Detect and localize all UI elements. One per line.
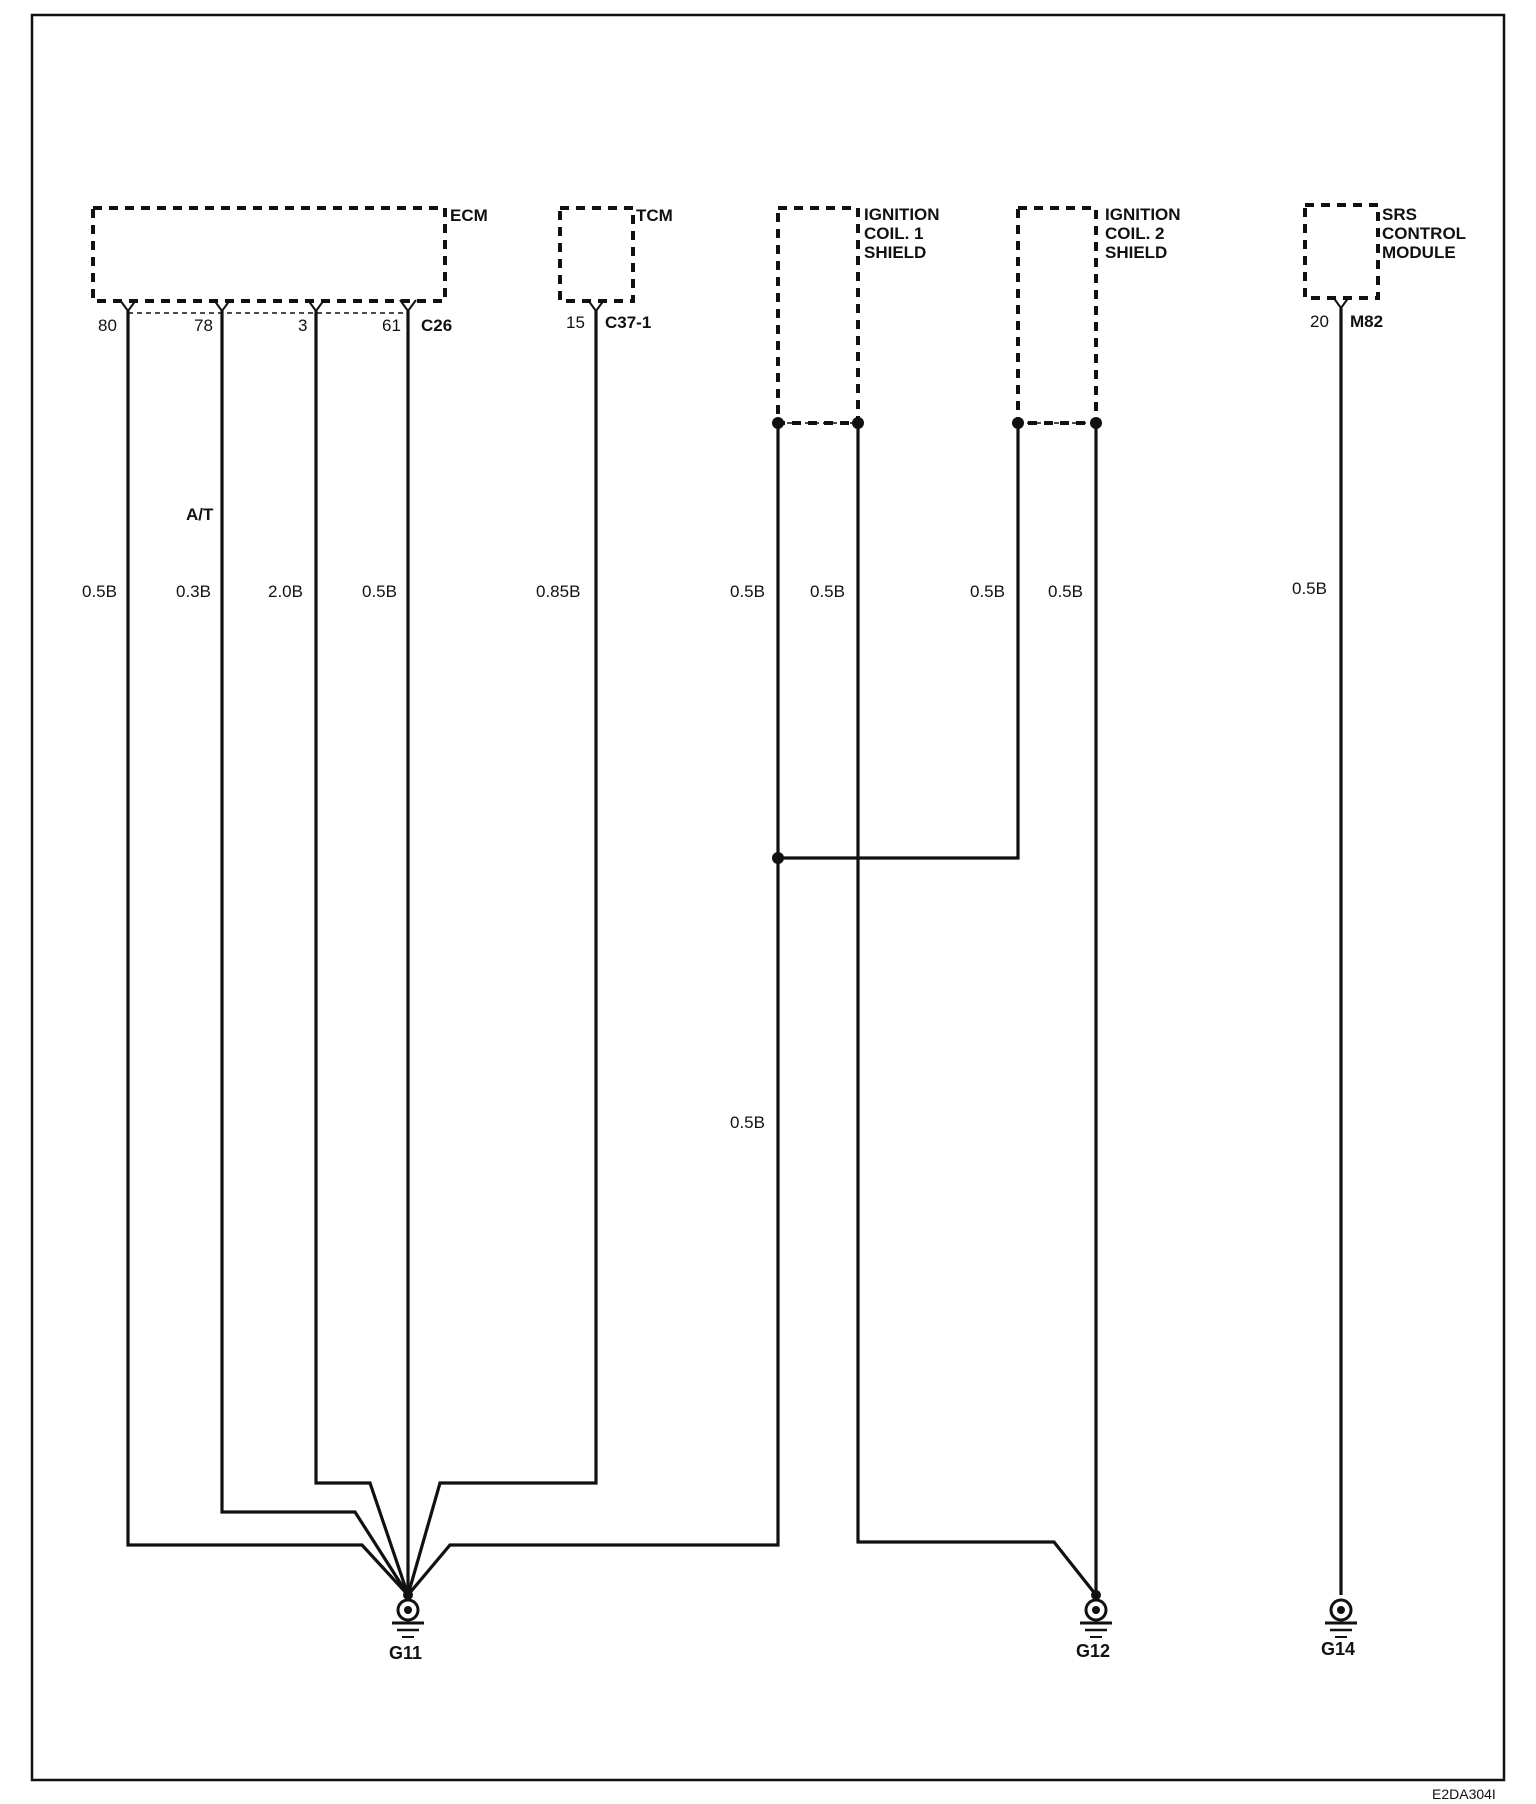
option-label-at: A/T: [186, 505, 214, 524]
srs-label-line2: CONTROL: [1382, 224, 1466, 243]
ecm-pin-78-label: 78: [194, 316, 213, 335]
wire-label-ecm-3: 2.0B: [268, 582, 303, 601]
wire-label-ecm-78: 0.3B: [176, 582, 211, 601]
ecm-pin-3-label: 3: [298, 316, 307, 335]
ecm-connector-label: C26: [421, 316, 452, 335]
srs-control-module: SRS CONTROL MODULE 20 M82: [1303, 203, 1466, 331]
wire-coil1-b: [856, 423, 1098, 1596]
srs-pin-20-label: 20: [1310, 312, 1329, 331]
g12-junction-dot: [1091, 1590, 1101, 1600]
ground-g12-label: G12: [1076, 1641, 1110, 1661]
diagram-frame: [30, 13, 1506, 1782]
coil1-label-line3: SHIELD: [864, 243, 926, 262]
wire-label-tcm-15: 0.85B: [536, 582, 580, 601]
ground-g11: G11: [389, 1590, 424, 1663]
ecm-pin-80-label: 80: [98, 316, 117, 335]
wire-coil2-a: [778, 423, 1020, 860]
g11-junction-dot: [403, 1590, 413, 1600]
wire-label-coil-merge: 0.5B: [730, 1113, 765, 1132]
tcm-module: TCM 15 C37-1: [558, 206, 673, 332]
wire-label-coil1-b: 0.5B: [810, 582, 845, 601]
wire-label-coil1-a: 0.5B: [730, 582, 765, 601]
srs-box: [1303, 203, 1380, 300]
ecm-module: ECM 80 78 3 61 C26: [91, 206, 488, 335]
wire-tcm-15: [406, 311, 598, 1596]
coil1-label-line2: COIL. 1: [864, 224, 924, 243]
ecm-pin-78-terminal: [213, 299, 231, 313]
ecm-box: [91, 206, 447, 303]
wire-ecm-3: [314, 311, 410, 1596]
ecm-pin-80-terminal: [119, 299, 137, 313]
coil1-label-line1: IGNITION: [864, 205, 940, 224]
tcm-pin-15-terminal: [587, 299, 605, 313]
ecm-pin-3-terminal: [307, 299, 325, 313]
srs-connector-label: M82: [1350, 312, 1383, 331]
ground-g14-label: G14: [1321, 1639, 1355, 1659]
wire-coil1-a: [406, 423, 780, 1597]
figure-code: E2DA304I: [1432, 1786, 1496, 1802]
ground-g11-label: G11: [389, 1643, 422, 1663]
coil2-label-line1: IGNITION: [1105, 205, 1181, 224]
wire-ecm-80: [126, 311, 410, 1597]
coil2-box: [1016, 206, 1098, 425]
wire-label-coil2-a: 0.5B: [970, 582, 1005, 601]
wire-label-srs-20: 0.5B: [1292, 579, 1327, 598]
coil1-box: [776, 206, 860, 425]
splice-coil-merge: [772, 852, 784, 864]
coil2-label-line3: SHIELD: [1105, 243, 1167, 262]
coil2-label-line2: COIL. 2: [1105, 224, 1165, 243]
ground-g14: G14: [1321, 1598, 1357, 1659]
ground-g12: G12: [1076, 1590, 1112, 1661]
wire-label-ecm-80: 0.5B: [82, 582, 117, 601]
srs-pin-20-terminal: [1332, 296, 1350, 310]
tcm-box: [558, 206, 635, 303]
wire-label-ecm-61: 0.5B: [362, 582, 397, 601]
ground-icon: [392, 1598, 424, 1638]
ecm-pin-61-label: 61: [382, 316, 401, 335]
g12-wire-group: [856, 423, 1098, 1596]
srs-label-line3: MODULE: [1382, 243, 1456, 262]
ground-icon: [1080, 1598, 1112, 1638]
ignition-coil-2-shield: IGNITION COIL. 2 SHIELD: [1012, 205, 1181, 429]
tcm-connector-label: C37-1: [605, 313, 651, 332]
ignition-coil-1-shield: IGNITION COIL. 1 SHIELD: [772, 205, 940, 429]
tcm-label: TCM: [636, 206, 673, 225]
wire-ecm-78: [220, 311, 410, 1596]
srs-label-line1: SRS: [1382, 205, 1417, 224]
wire-label-coil2-b: 0.5B: [1048, 582, 1083, 601]
tcm-pin-15-label: 15: [566, 313, 585, 332]
ecm-label: ECM: [450, 206, 488, 225]
g11-wire-group: [126, 311, 1096, 1597]
ground-icon: [1325, 1598, 1357, 1638]
